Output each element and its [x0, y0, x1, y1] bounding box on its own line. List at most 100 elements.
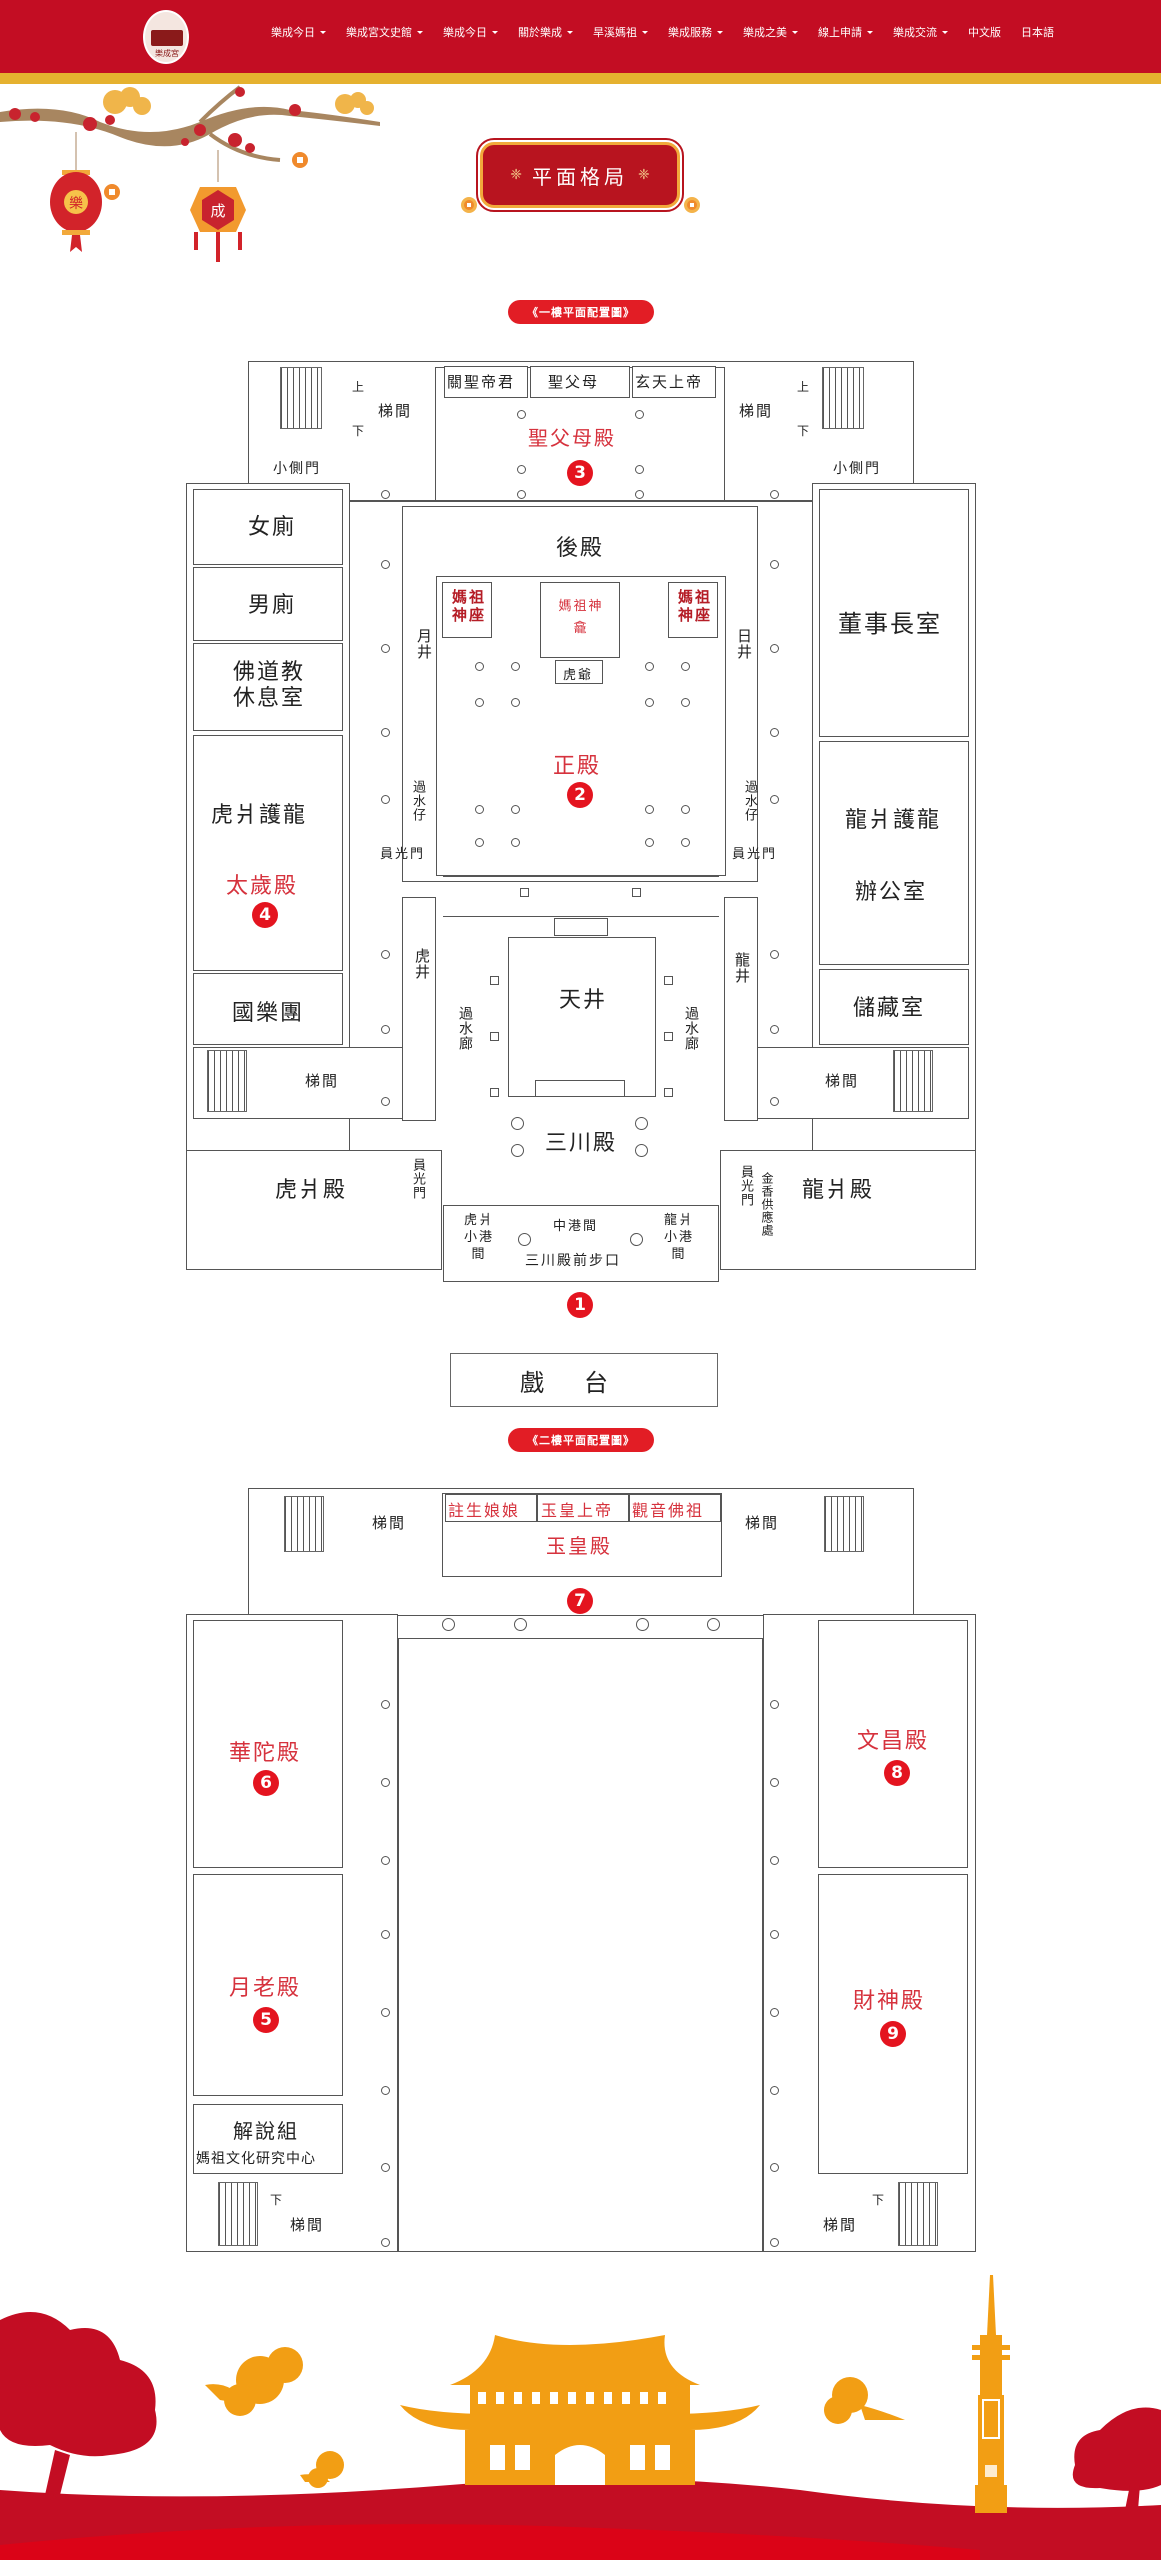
temple-gate-icon: [400, 2335, 760, 2485]
atrium-void: [398, 1638, 763, 2252]
caret-down-icon: [417, 30, 423, 34]
room-label: 龍井: [733, 952, 751, 984]
room-label: 儲藏室: [853, 996, 926, 1021]
room-label: 辦公室: [855, 880, 928, 905]
room-label: 男廁: [248, 593, 297, 618]
temple-logo[interactable]: 樂成宮: [143, 10, 189, 64]
menu-label: 關於樂成: [518, 26, 562, 39]
column-icon: [511, 662, 520, 671]
logo-base: 樂成宮: [155, 49, 179, 58]
menu-label: 樂成交流: [893, 26, 937, 39]
pillar-base-icon: [664, 1088, 673, 1097]
hall-number-badge: 3: [567, 460, 593, 486]
staircase-icon: [893, 1050, 933, 1112]
room-label: 梯間: [745, 1514, 780, 1532]
room-label: 後殿: [556, 536, 605, 561]
wall-line: [443, 876, 719, 877]
room-label: 梯間: [305, 1072, 340, 1090]
menu-item-online-apply[interactable]: 線上申請: [818, 24, 873, 40]
altar-box: [632, 366, 716, 398]
column-icon: [635, 465, 644, 474]
column-icon: [381, 728, 390, 737]
hall-number-badge: 2: [567, 782, 593, 808]
top-nav-bar: 樂成宮 樂成今日 樂成宮文史館 樂成今日 關於樂成 旱溪媽祖 樂成服務 樂成之美…: [0, 0, 1161, 73]
step-box: [554, 918, 608, 936]
column-icon: [518, 1233, 531, 1246]
altar-label: 玉皇上帝: [541, 1501, 614, 1520]
menu-item-exchange[interactable]: 樂成交流: [893, 24, 948, 40]
room-label: 解說組: [233, 2119, 299, 2143]
caret-down-icon: [320, 30, 326, 34]
room-label: 月井: [415, 628, 433, 660]
menu-item-services[interactable]: 樂成服務: [668, 24, 723, 40]
tree-left-icon: [0, 2312, 157, 2495]
room-label: 員光門: [410, 1158, 425, 1200]
menu-label: 旱溪媽祖: [593, 26, 637, 39]
column-icon: [635, 1117, 648, 1130]
column-icon: [381, 2086, 390, 2095]
column-icon: [645, 838, 654, 847]
menu-item-history-museum[interactable]: 樂成宮文史館: [346, 24, 423, 40]
column-icon: [475, 698, 484, 707]
room-label: 梯間: [372, 1514, 407, 1532]
column-icon: [381, 950, 390, 959]
column-icon: [707, 1618, 720, 1631]
room-label: 虎爿小港間: [463, 1213, 494, 1262]
room-guide: [193, 2104, 343, 2174]
column-icon: [381, 1856, 390, 1865]
svg-text:成: 成: [210, 202, 225, 220]
column-icon: [511, 838, 520, 847]
menu-item-hanxi-mazu[interactable]: 旱溪媽祖: [593, 24, 648, 40]
staircase-icon: [898, 2182, 938, 2246]
caret-down-icon: [717, 30, 723, 34]
room-label: 過水仔: [742, 780, 757, 822]
staircase-icon: [284, 1496, 324, 1552]
menu-item-chinese[interactable]: 中文版: [968, 24, 1001, 40]
column-icon: [681, 662, 690, 671]
tree-right-icon: [1072, 2407, 1161, 2510]
menu-item-about[interactable]: 關於樂成: [518, 24, 573, 40]
staircase-icon: [207, 1050, 247, 1112]
column-icon: [770, 560, 779, 569]
stair-up-label: 上: [352, 380, 367, 394]
column-icon: [517, 465, 526, 474]
caret-down-icon: [867, 30, 873, 34]
altar-box: [530, 366, 630, 398]
opera-stage: 戲台: [450, 1353, 718, 1407]
hall-number-badge: 7: [567, 1588, 593, 1614]
hall-label: 華陀殿: [229, 1741, 302, 1766]
floor1-heading: 《一樓平面配置圖》: [508, 300, 654, 324]
room-label: 國樂團: [232, 1001, 305, 1026]
menu-item-lecheng-today-2[interactable]: 樂成今日: [443, 24, 498, 40]
staircase-icon: [218, 2182, 258, 2246]
column-icon: [475, 805, 484, 814]
floor2-heading: 《二樓平面配置圖》: [508, 1428, 654, 1452]
column-icon: [381, 1930, 390, 1939]
svg-text:樂: 樂: [69, 195, 83, 212]
courtyard: [508, 937, 656, 1097]
hall-number-badge: 6: [253, 1770, 279, 1796]
room-label: 過水廊: [683, 1006, 699, 1051]
pillar-base-icon: [490, 1088, 499, 1097]
wall-line: [443, 916, 719, 917]
menu-item-beauty[interactable]: 樂成之美: [743, 24, 798, 40]
room-music: [193, 973, 343, 1045]
column-icon: [770, 2008, 779, 2017]
menu-item-lecheng-today[interactable]: 樂成今日: [271, 24, 326, 40]
column-icon: [681, 698, 690, 707]
room-label: 佛道教休息室: [233, 660, 306, 711]
column-icon: [381, 2008, 390, 2017]
hall-number-badge: 4: [252, 902, 278, 928]
caret-down-icon: [642, 30, 648, 34]
column-icon: [381, 1778, 390, 1787]
staircase-icon: [280, 367, 322, 429]
menu-item-japanese[interactable]: 日本語: [1021, 24, 1054, 40]
altar-box: [537, 1494, 629, 1522]
dragon-well-box: [724, 897, 758, 1121]
column-icon: [517, 410, 526, 419]
column-icon: [770, 1097, 779, 1106]
chinese-knot-icon: ❈: [510, 167, 522, 183]
room-womens: [193, 489, 343, 565]
room-label: 梯間: [739, 402, 774, 420]
hall-label: 財神殿: [853, 1989, 926, 2014]
